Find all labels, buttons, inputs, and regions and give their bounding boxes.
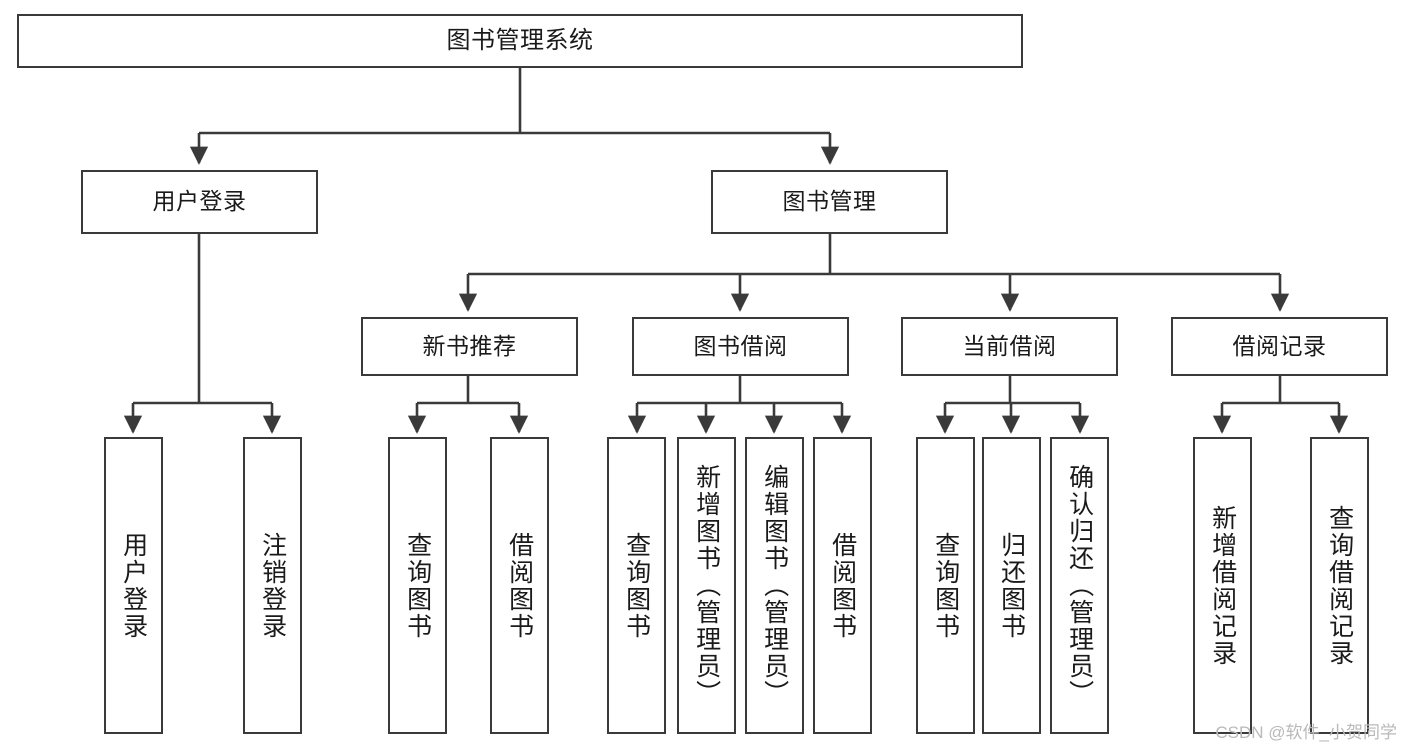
node-current-borrow[interactable]: 当前借阅 — [901, 317, 1118, 376]
leaf-add-book-label: 新增图书（管理员） — [692, 464, 721, 707]
node-user-login-label: 用户登录 — [152, 188, 247, 215]
csdn-watermark: CSDN @软件_小贺同学 — [1215, 723, 1397, 742]
leaf-user-logout-label: 注销登录 — [258, 531, 287, 640]
node-book-borrow-label: 图书借阅 — [693, 332, 788, 359]
node-new-book-recommend[interactable]: 新书推荐 — [361, 317, 578, 376]
leaf-query-record-label: 查询借阅记录 — [1325, 504, 1354, 667]
leaf-return-book-label: 归还图书 — [997, 531, 1026, 640]
leaf-borrow-book-2[interactable]: 借阅图书 — [813, 437, 872, 734]
leaf-borrow-book-1[interactable]: 借阅图书 — [490, 437, 549, 734]
node-new-book-recommend-label: 新书推荐 — [422, 332, 517, 359]
leaf-edit-book[interactable]: 编辑图书（管理员） — [745, 437, 804, 734]
leaf-add-record[interactable]: 新增借阅记录 — [1193, 437, 1252, 734]
leaf-add-book[interactable]: 新增图书（管理员） — [677, 437, 736, 734]
leaf-query-book-1[interactable]: 查询图书 — [388, 437, 447, 734]
leaf-query-record[interactable]: 查询借阅记录 — [1310, 437, 1369, 734]
leaf-confirm-return-label: 确认归还（管理员） — [1065, 464, 1094, 707]
node-book-manage-label: 图书管理 — [782, 188, 877, 215]
node-book-manage[interactable]: 图书管理 — [711, 170, 948, 234]
leaf-borrow-book-2-label: 借阅图书 — [828, 531, 857, 640]
leaf-return-book[interactable]: 归还图书 — [982, 437, 1041, 734]
leaf-query-book-2-label: 查询图书 — [622, 531, 651, 640]
node-root-label: 图书管理系统 — [446, 26, 594, 54]
node-user-login[interactable]: 用户登录 — [81, 170, 318, 234]
leaf-query-book-3-label: 查询图书 — [931, 531, 960, 640]
node-borrow-record-label: 借阅记录 — [1232, 332, 1327, 359]
node-book-borrow[interactable]: 图书借阅 — [632, 317, 849, 376]
leaf-user-logout[interactable]: 注销登录 — [243, 437, 302, 734]
leaf-query-book-1-label: 查询图书 — [403, 531, 432, 640]
node-root[interactable]: 图书管理系统 — [17, 14, 1023, 68]
node-borrow-record[interactable]: 借阅记录 — [1171, 317, 1388, 376]
leaf-edit-book-label: 编辑图书（管理员） — [760, 464, 789, 707]
leaf-confirm-return[interactable]: 确认归还（管理员） — [1050, 437, 1109, 734]
leaf-query-book-2[interactable]: 查询图书 — [607, 437, 666, 734]
leaf-user-login[interactable]: 用户登录 — [104, 437, 163, 734]
node-current-borrow-label: 当前借阅 — [962, 332, 1057, 359]
leaf-borrow-book-1-label: 借阅图书 — [505, 531, 534, 640]
leaf-add-record-label: 新增借阅记录 — [1208, 504, 1237, 667]
leaf-query-book-3[interactable]: 查询图书 — [916, 437, 975, 734]
leaf-user-login-label: 用户登录 — [119, 531, 148, 640]
